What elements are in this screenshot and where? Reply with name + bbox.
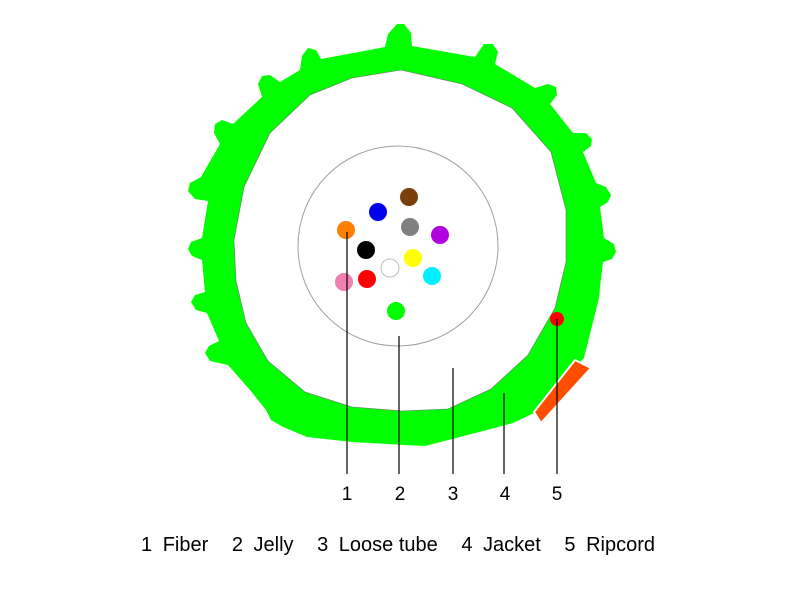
- fiber-yellow: [404, 249, 422, 267]
- legend-item-3-label: Loose tube: [339, 534, 438, 556]
- legend-item-2-number: 2: [232, 534, 243, 556]
- fiber-gray: [401, 218, 419, 236]
- legend-item-1-number: 1: [141, 534, 152, 556]
- jacket: [188, 24, 616, 446]
- loose-tube: [297, 145, 499, 347]
- fiber-black: [357, 241, 375, 259]
- fiber-white: [380, 258, 400, 278]
- legend-item-5-number: 5: [564, 534, 575, 556]
- ripcord-strip: [532, 358, 593, 425]
- callout-number-2: 2: [395, 484, 406, 505]
- fiber-brown: [400, 188, 418, 206]
- fiber-pink: [335, 273, 353, 291]
- legend-item-3-number: 3: [317, 534, 328, 556]
- leader-lines: [346, 232, 558, 474]
- fiber-green: [387, 302, 405, 320]
- callout-number-3: 3: [448, 484, 459, 505]
- callout-number-1: 1: [342, 484, 353, 505]
- legend-item-1-label: Fiber: [163, 534, 209, 556]
- callout-number-5: 5: [552, 484, 563, 505]
- legend-item-4-label: Jacket: [483, 534, 541, 556]
- legend-item-4-number: 4: [461, 534, 472, 556]
- legend: 1 Fiber 2 Jelly 3 Loose tube 4 Jacket 5 …: [141, 534, 655, 556]
- fiber-blue: [369, 203, 387, 221]
- fibers: [335, 188, 449, 320]
- callout-number-4: 4: [500, 484, 511, 505]
- callout-numbers: 1 2 3 4 5: [342, 484, 563, 505]
- fiber-violet: [431, 226, 449, 244]
- legend-item-2-label: Jelly: [254, 534, 294, 556]
- jacket-inner-edge: [233, 69, 567, 412]
- fiber-aqua: [423, 267, 441, 285]
- fiber-orange: [337, 221, 355, 239]
- legend-item-5-label: Ripcord: [586, 534, 655, 556]
- fiber-red: [358, 270, 376, 288]
